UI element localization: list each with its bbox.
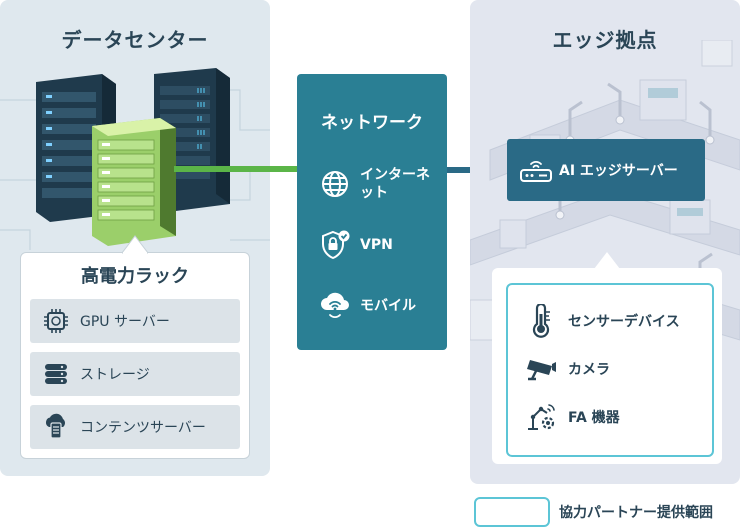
network-item-label: インターネット — [360, 167, 430, 201]
cloud-wifi-icon — [318, 288, 352, 322]
ai-edge-server-label: AI エッジサーバー — [559, 163, 678, 179]
rack-item-label: GPU サーバー — [80, 314, 170, 330]
device-fa-equipment: FA 機器 — [524, 400, 620, 434]
datacenter-network-link — [174, 166, 298, 172]
partner-scope-outline — [506, 283, 714, 457]
thermometer-icon — [524, 304, 558, 338]
network-item-vpn: VPN — [318, 228, 393, 262]
rack-item-label: コンテンツサーバー — [80, 420, 206, 436]
camera-icon — [524, 352, 558, 386]
cloud-server-icon — [38, 405, 74, 449]
callout-pointer — [122, 235, 148, 254]
rack-item-gpu-server: GPU サーバー — [30, 299, 240, 343]
network-item-mobile: モバイル — [318, 288, 416, 322]
datacenter-title: データセンター — [61, 28, 209, 52]
edge-title: エッジ拠点 — [552, 28, 658, 52]
device-camera: カメラ — [524, 352, 610, 386]
high-power-rack — [92, 118, 176, 246]
network-item-internet: インターネット — [318, 166, 430, 202]
network-title: ネットワーク — [321, 113, 423, 133]
rack-title: 高電力ラック — [81, 266, 189, 287]
database-icon — [38, 352, 74, 396]
robot-arm-icon — [524, 400, 558, 434]
rack-item-label: ストレージ — [80, 367, 150, 383]
device-sensor: センサーデバイス — [524, 304, 680, 338]
callout-pointer — [594, 252, 620, 270]
device-label: カメラ — [568, 362, 610, 378]
legend-label: 協力パートナー提供範囲 — [559, 505, 713, 521]
ai-edge-server: AI エッジサーバー — [507, 139, 705, 201]
network-item-label: VPN — [360, 237, 393, 253]
network-item-label: モバイル — [360, 298, 416, 314]
shield-lock-icon — [318, 228, 352, 262]
rack-item-content-server: コンテンツサーバー — [30, 405, 240, 449]
globe-icon — [318, 167, 352, 201]
server-racks-illustration — [36, 68, 230, 246]
device-label: センサーデバイス — [568, 314, 680, 330]
device-label: FA 機器 — [568, 410, 620, 426]
legend-swatch — [474, 497, 550, 527]
gpu-chip-icon — [38, 299, 74, 343]
router-icon — [513, 139, 559, 201]
rack-item-storage: ストレージ — [30, 352, 240, 396]
